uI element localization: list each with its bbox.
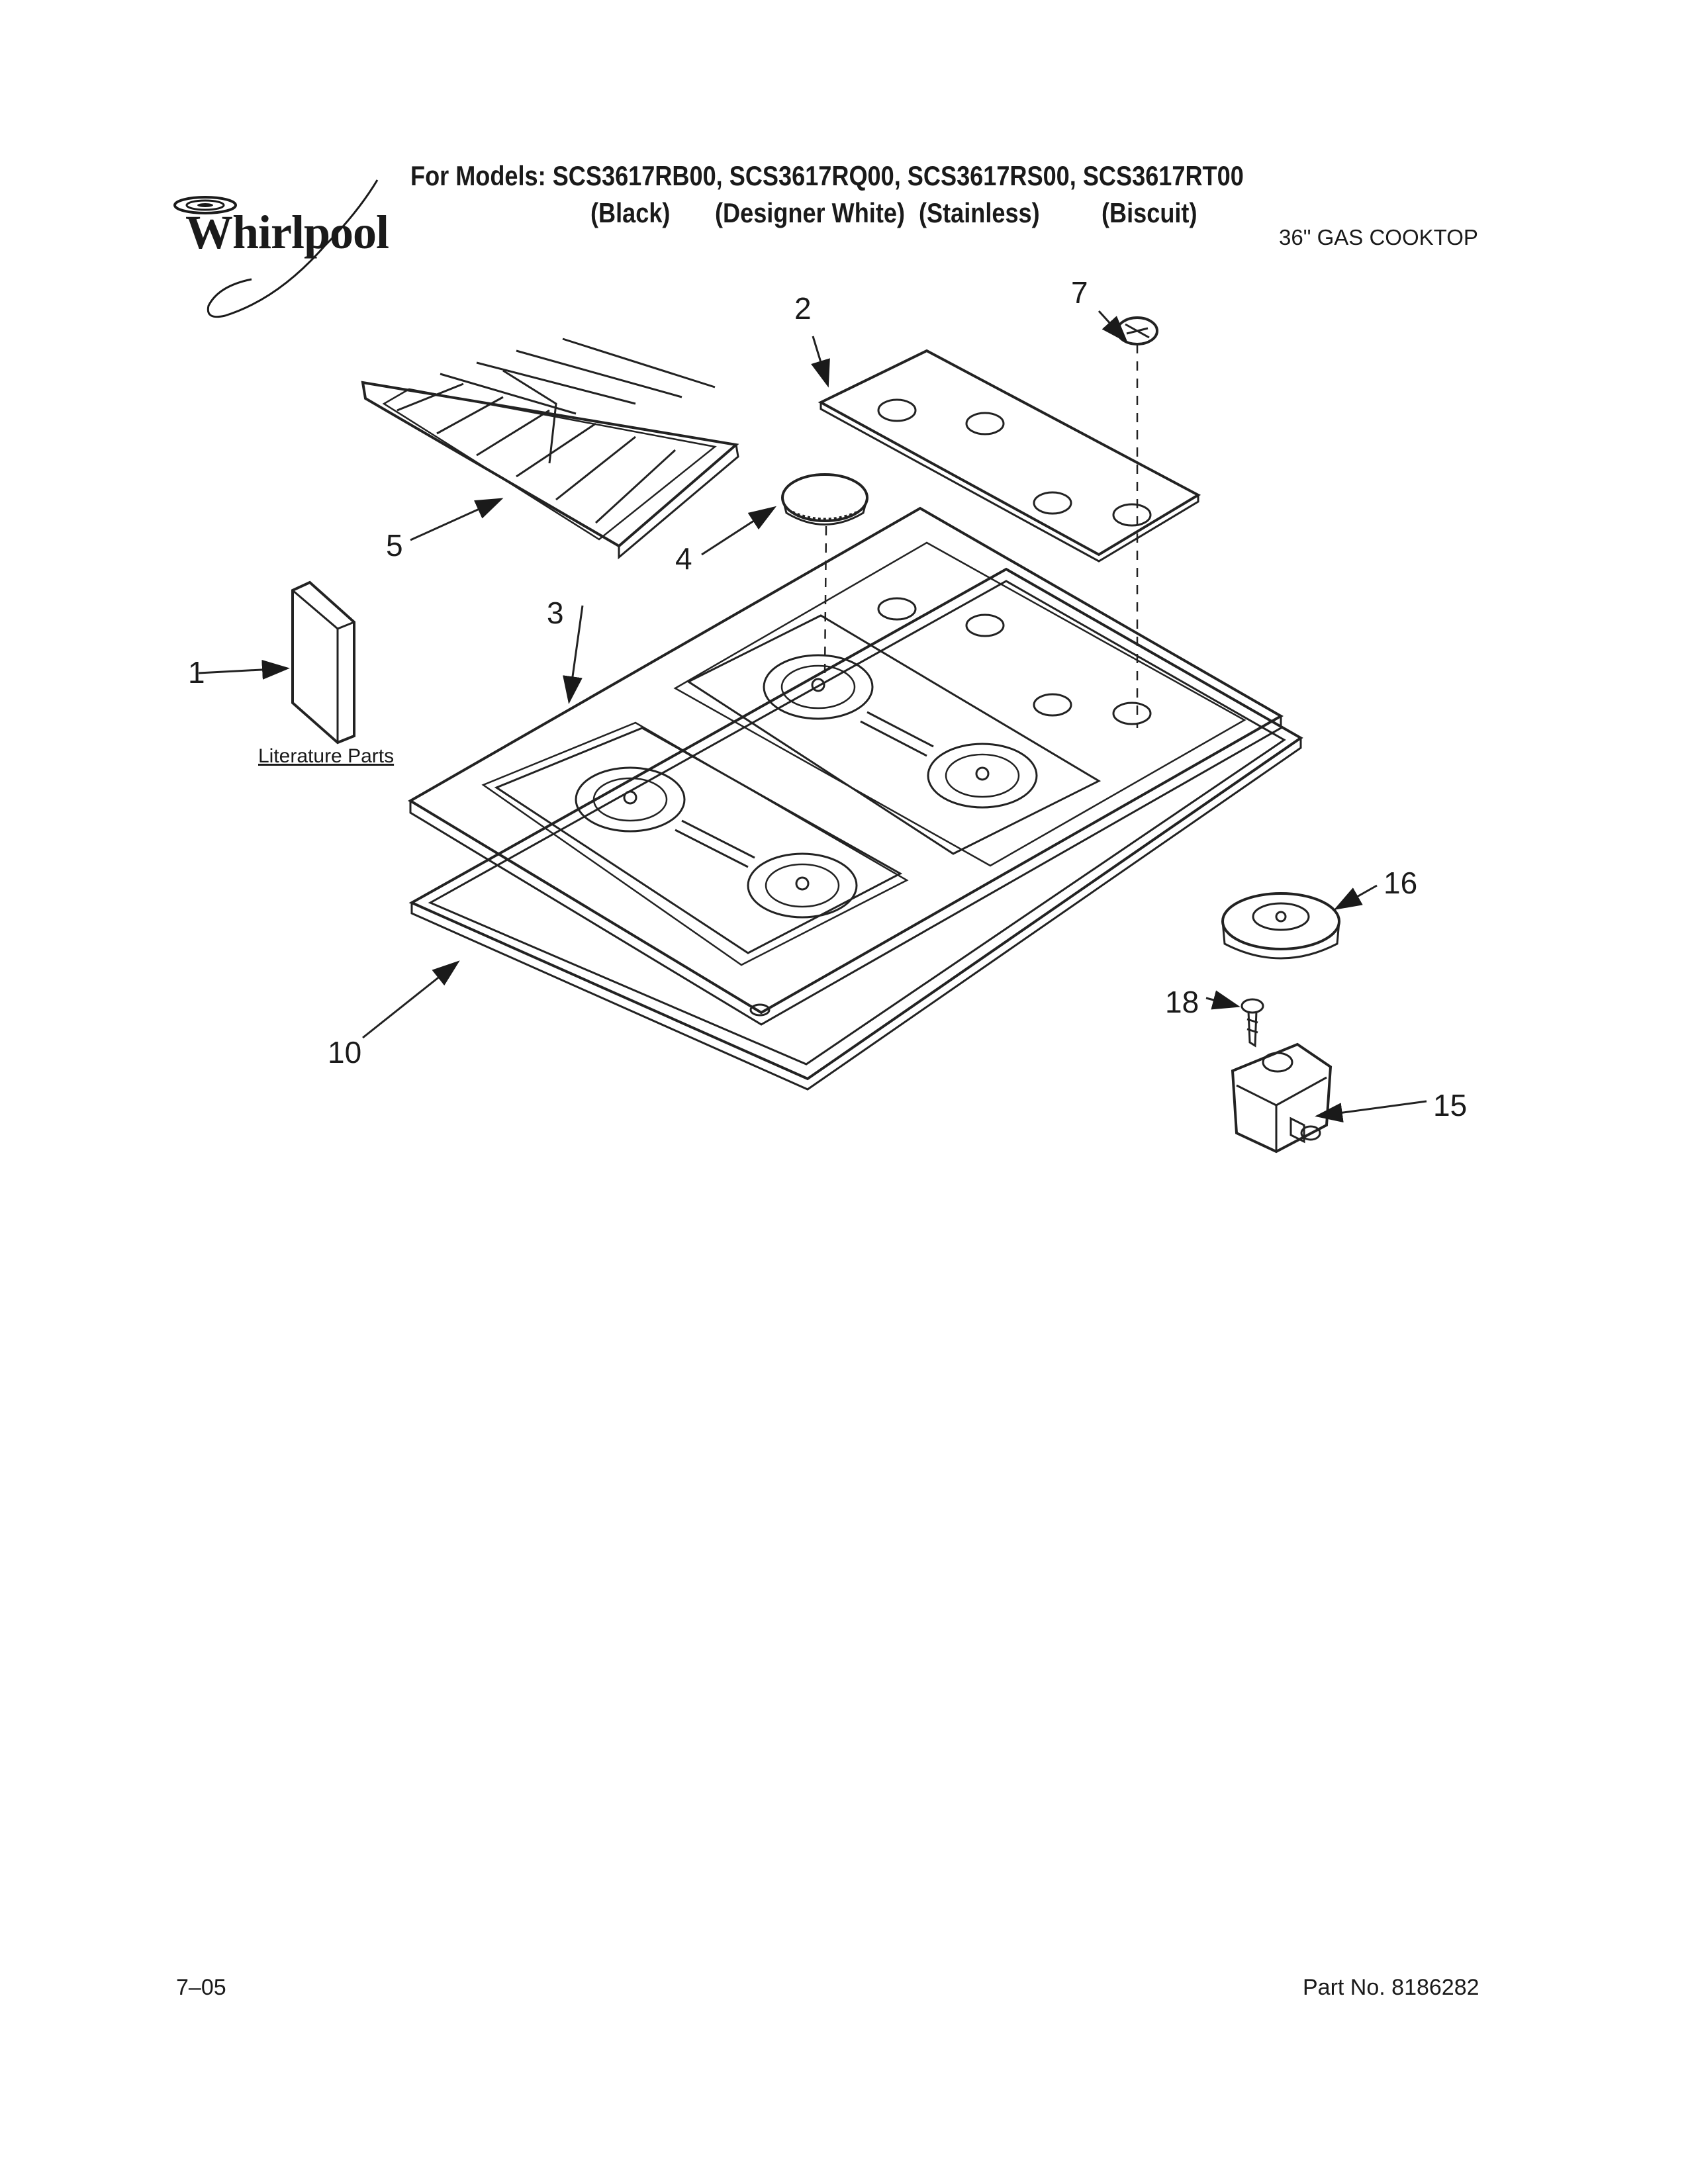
callout-7: 7 [1071,275,1088,310]
variant-black: (Black) [590,197,671,228]
callout-1: 1 [188,655,205,690]
whirlpool-logo [173,179,379,318]
variant-designer-white: (Designer White) [715,197,905,228]
callout-18: 18 [1165,985,1199,1019]
knob-part [1116,316,1158,345]
brand-wordmark: Whirlpool [185,206,389,259]
burner-cap-part [781,473,868,525]
valve-part [1231,1042,1333,1154]
footer-part-number: Part No. 8186282 [1303,1975,1479,2000]
product-title: 36" GAS COOKTOP [1279,225,1478,250]
callout-16: 16 [1383,866,1417,900]
callout-15: 15 [1433,1088,1467,1122]
exploded-parts-diagram: 1 2 3 4 5 7 10 15 16 18 Literature Parts [188,275,1467,1154]
variant-biscuit: (Biscuit) [1102,197,1197,228]
callout-10: 10 [328,1035,361,1069]
variant-stainless: (Stainless) [919,197,1040,228]
logo-swirl-icon [173,196,237,214]
literature-parts-label: Literature Parts [258,745,394,767]
models-line: For Models: SCS3617RB00, SCS3617RQ00, SC… [410,160,1244,191]
burner-base-part [1221,892,1340,960]
gasket-part [408,567,1303,1091]
screw-part [1241,998,1264,1048]
trim-panel-part [818,349,1201,563]
literature-part [291,580,355,745]
footer-date: 7–05 [176,1975,226,2000]
callout-4: 4 [675,541,692,576]
grate-part [361,338,739,560]
callout-2: 2 [794,291,812,326]
main-top-part [408,506,1284,1026]
callout-5: 5 [386,528,403,563]
callout-3: 3 [547,596,564,630]
